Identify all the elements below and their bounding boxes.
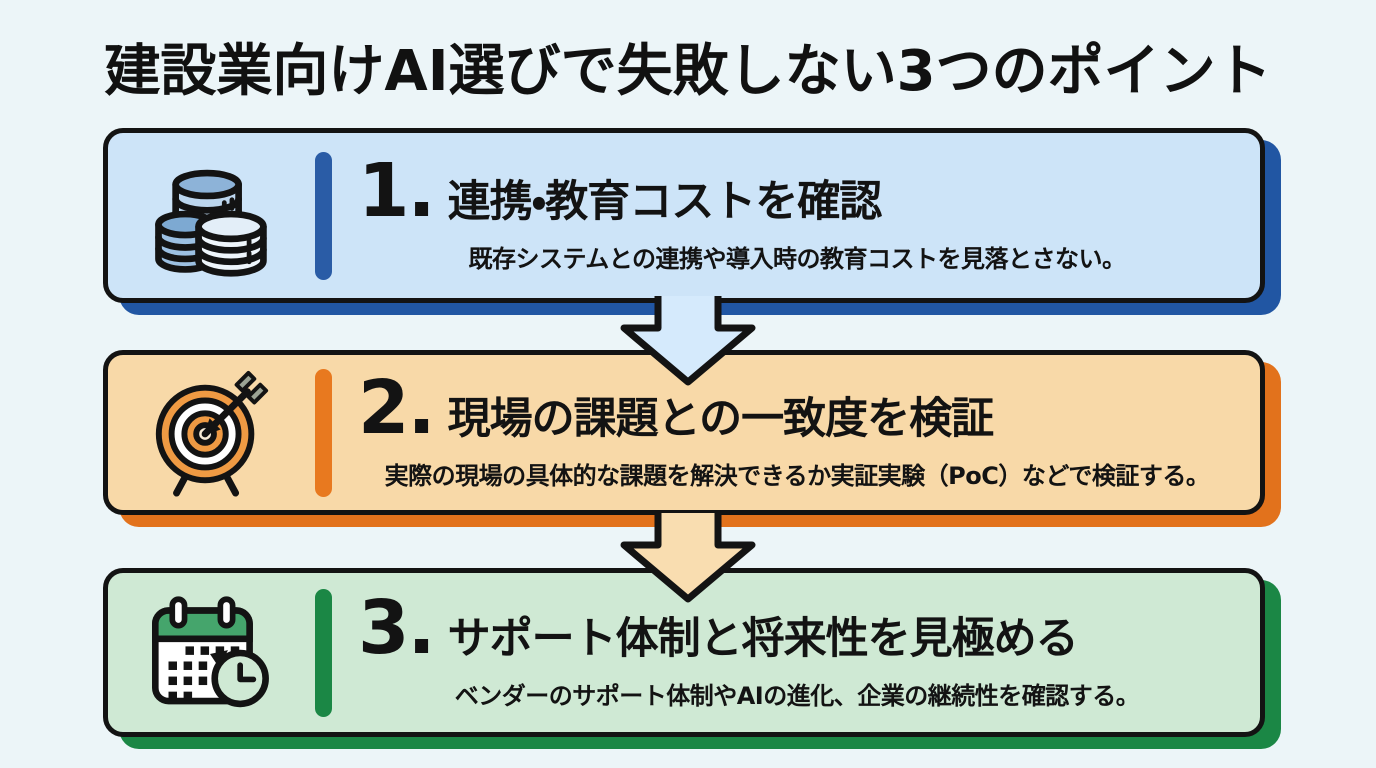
step-description: ベンダーのサポート体制やAIの進化、企業の継続性を確認する。	[454, 681, 1140, 710]
step-3-icon-wrap	[142, 591, 277, 715]
step-1-content: 1. 連携・教育コストを確認 既存システムとの連携や導入時の教育コストを見落とさ…	[358, 147, 1236, 274]
accent-bar	[315, 588, 332, 717]
step-2-content: 2. 現場の課題との一致度を検証 実際の現場の具体的な課題を解決できるか実証実験…	[358, 364, 1236, 491]
step-number: 3.	[358, 584, 436, 671]
step-heading: 連携・教育コストを確認	[447, 176, 883, 227]
target-icon	[155, 370, 268, 497]
step-2-headline: 2. 現場の課題との一致度を検証	[358, 364, 1236, 451]
accent-bar	[315, 368, 332, 497]
step-description: 実際の現場の具体的な課題を解決できるか実証実験（PoC）などで検証する。	[384, 461, 1210, 490]
step-number: 1.	[358, 147, 436, 234]
step-card-1: 1. 連携・教育コストを確認 既存システムとの連携や導入時の教育コストを見落とさ…	[103, 128, 1265, 303]
coins-icon	[154, 169, 267, 277]
down-arrow-icon	[620, 296, 756, 386]
step-description: 既存システムとの連携や導入時の教育コストを見落とさない。	[468, 244, 1126, 273]
step-1-icon-wrap	[142, 154, 277, 278]
accent-bar	[315, 151, 332, 280]
step-1-headline: 1. 連携・教育コストを確認	[358, 147, 1236, 234]
calendar-clock-icon	[151, 595, 269, 707]
step-2-icon-wrap	[142, 369, 277, 497]
page-title: 建設業向けAI選びで失敗しない3つのポイント	[104, 39, 1272, 104]
step-number: 2.	[358, 364, 436, 451]
step-3-content: 3. サポート体制と将来性を見極める ベンダーのサポート体制やAIの進化、企業の…	[358, 584, 1236, 711]
step-3-headline: 3. サポート体制と将来性を見極める	[358, 584, 1236, 671]
step-heading: 現場の課題との一致度を検証	[447, 393, 995, 444]
down-arrow-icon	[620, 513, 756, 603]
step-heading: サポート体制と将来性を見極める	[447, 613, 1079, 664]
